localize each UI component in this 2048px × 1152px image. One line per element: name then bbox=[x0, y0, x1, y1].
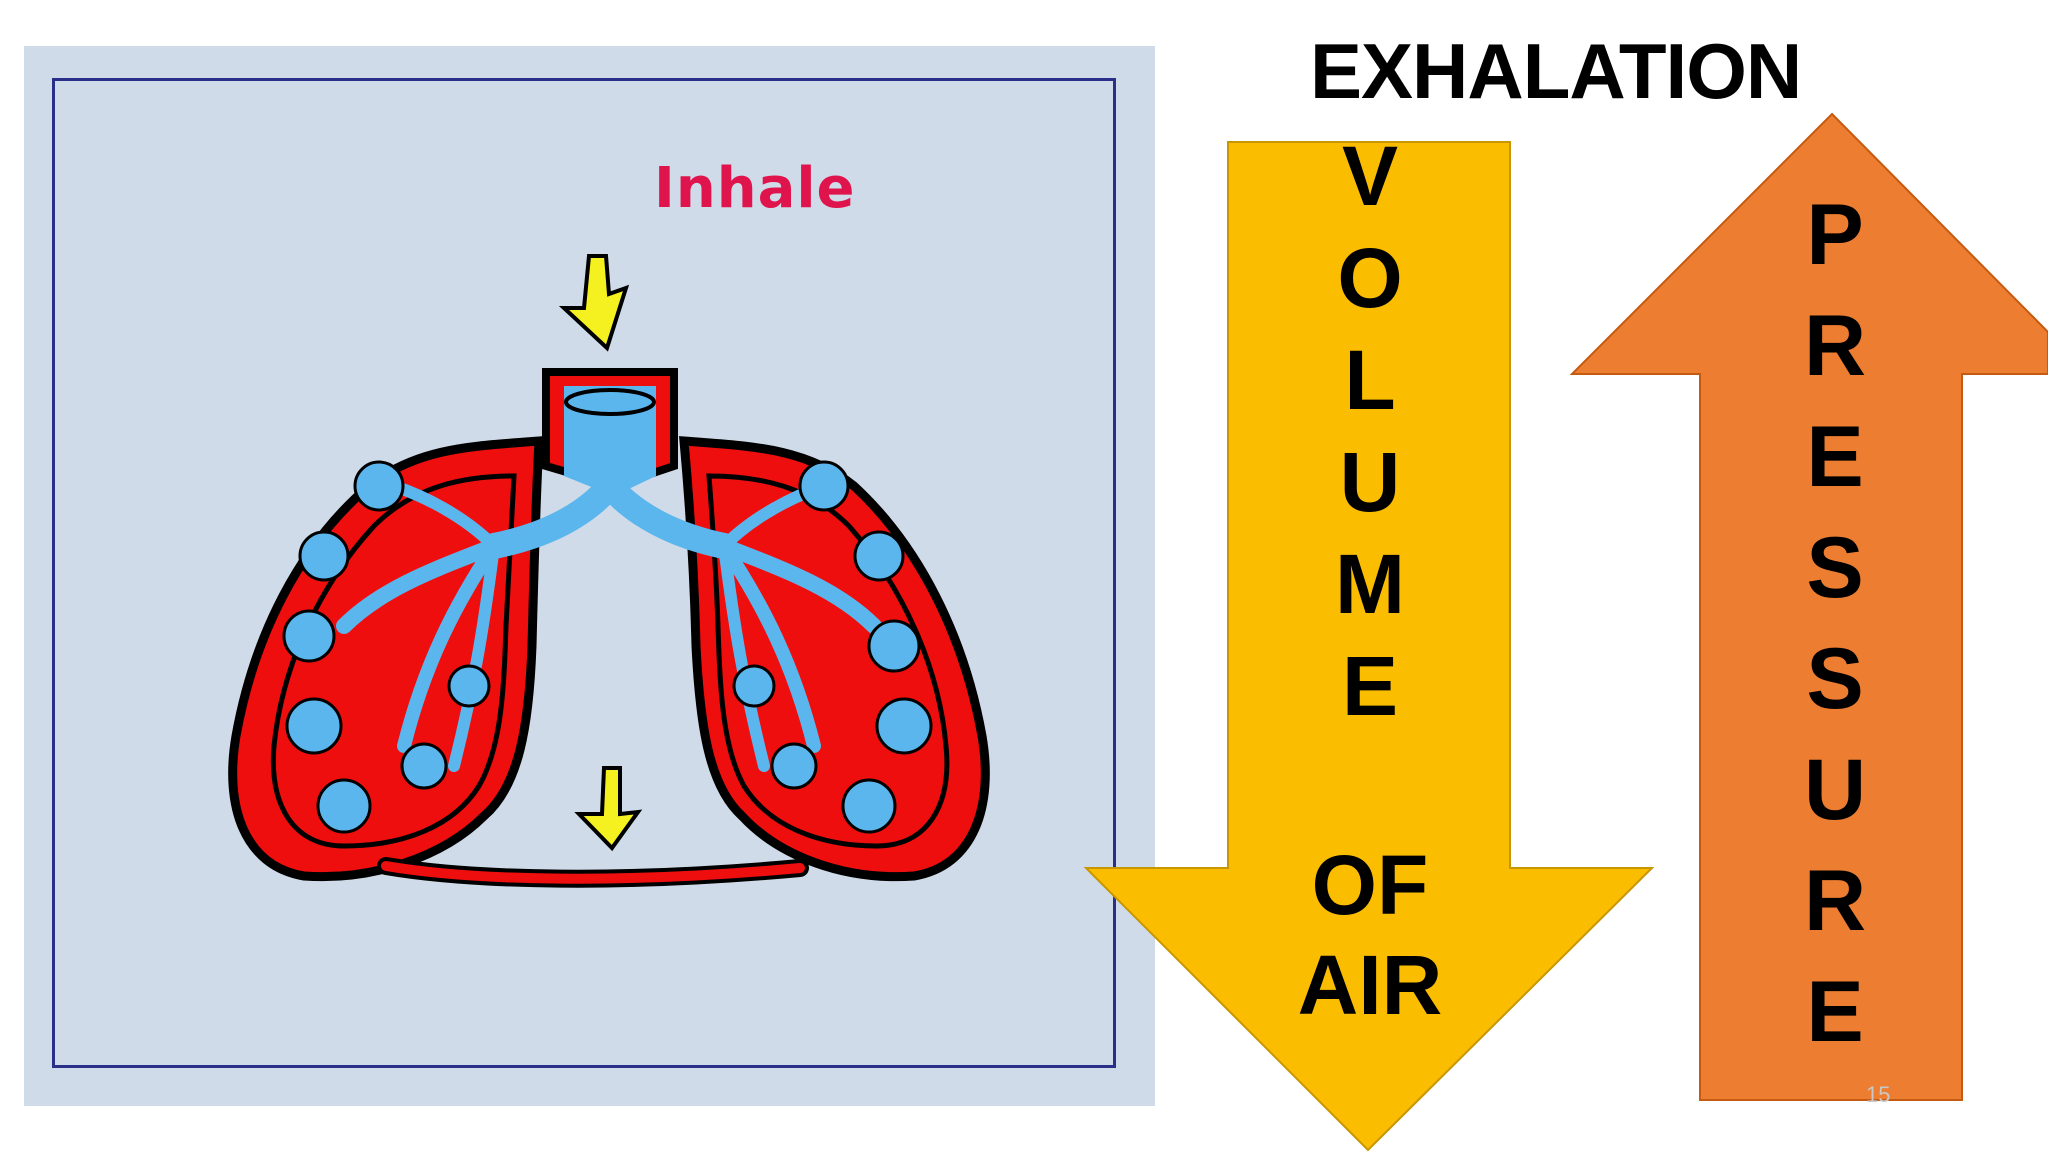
of-text: OF bbox=[1311, 838, 1429, 932]
volume-letter: U bbox=[1339, 435, 1401, 529]
inhale-label: Inhale bbox=[654, 156, 856, 221]
pressure-letter: U bbox=[1803, 742, 1867, 838]
pressure-word: P R E S S U R E bbox=[1780, 180, 1890, 1068]
pressure-letter: E bbox=[1806, 409, 1864, 505]
trachea-opening bbox=[564, 388, 656, 416]
pressure-letter: R bbox=[1803, 298, 1867, 394]
volume-letter: M bbox=[1335, 537, 1405, 631]
pressure-letter: R bbox=[1803, 853, 1867, 949]
left-lung-inner-outline bbox=[270, 473, 517, 849]
volume-word: V O L U M E bbox=[1310, 125, 1430, 737]
of-air-text: OF AIR bbox=[1255, 835, 1485, 1035]
pressure-letter: P bbox=[1806, 187, 1864, 283]
alveoli bbox=[282, 460, 933, 834]
lungs-diagram bbox=[228, 254, 990, 888]
diaphragm-arrow-icon bbox=[574, 766, 643, 852]
slide-title: EXHALATION bbox=[1310, 27, 1802, 115]
volume-letter: V bbox=[1341, 129, 1399, 223]
volume-letter: E bbox=[1341, 639, 1399, 733]
inhale-arrow-icon bbox=[558, 254, 630, 352]
volume-letter: L bbox=[1344, 333, 1396, 427]
pressure-letter: E bbox=[1806, 964, 1864, 1060]
page-number: 15 bbox=[1866, 1082, 1891, 1107]
air-text: AIR bbox=[1297, 938, 1443, 1032]
illustration-frame bbox=[52, 78, 1116, 1068]
right-lung-inner-outline bbox=[706, 473, 950, 849]
volume-letter: O bbox=[1337, 231, 1403, 325]
pressure-up-arrow bbox=[1569, 112, 2048, 1101]
volume-down-arrow bbox=[1083, 141, 1655, 1152]
illustration-panel: Inhale bbox=[24, 46, 1155, 1106]
pressure-letter: S bbox=[1806, 631, 1864, 727]
pressure-letter: S bbox=[1806, 520, 1864, 616]
